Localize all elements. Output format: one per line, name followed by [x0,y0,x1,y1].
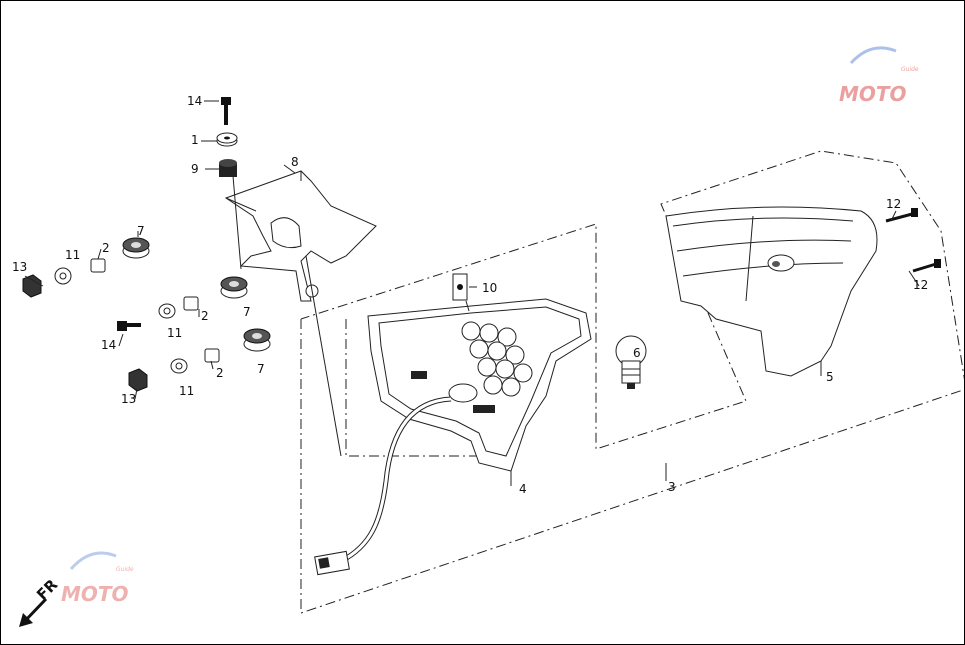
callout-11-mid: 11 [167,326,182,340]
part-4-wire-harness [314,396,452,576]
watermark-small-text: Guide [901,66,919,73]
callout-13-top: 13 [12,260,27,274]
part-4-tail-light-housing [367,298,592,472]
part-14-screw-left [117,321,141,331]
assembly-4-boundary [345,319,511,457]
part-11-washer-mid [158,303,176,319]
callout-3: 3 [668,480,676,494]
part-7-rubber-top [122,237,150,259]
led-array [461,321,533,397]
part-11-washer-bottom [170,358,188,374]
part-2-collar-top [90,258,106,273]
callout-1: 1 [191,133,199,147]
callout-4: 4 [519,482,527,496]
part-7-rubber-row2 [243,328,271,352]
part-5-lens [665,206,878,377]
watermark-bottom-left: MOTO Guide [61,551,134,606]
part-8-bracket [224,170,377,302]
part-2-collar-bottom [204,348,220,363]
callout-11-top: 11 [65,248,80,262]
callout-14-left: 14 [101,338,116,352]
front-direction-label: FR [33,575,61,603]
watermark-text: MOTO [839,82,907,106]
part-12-screw-bottom [912,259,941,273]
part-13-nut-bottom [128,368,148,392]
part-7-rubber-mid [220,276,248,299]
callout-12-bottom: 12 [913,278,928,292]
callout-7-top: 7 [137,224,145,238]
part-1-washer [216,132,238,147]
part-11-washer-top [54,267,72,285]
callout-labels: 14 1 9 8 7 2 11 13 14 11 2 7 11 2 7 13 1… [12,94,928,496]
part-6-bulb [615,335,647,389]
leader-lines [24,100,920,486]
part-10-clip-nut [452,273,468,301]
callout-9: 9 [191,162,199,176]
callout-11-bottom: 11 [179,384,194,398]
callout-10: 10 [482,281,497,295]
part-12-screw-top [885,208,918,223]
front-direction-arrow-icon: FR [19,575,62,627]
callout-2-top: 2 [102,241,110,255]
callout-5: 5 [826,370,834,384]
part-2-collar-mid [183,296,199,311]
callout-8: 8 [291,155,299,169]
callout-2-mid: 2 [201,309,209,323]
watermark-text-2: MOTO [61,582,129,606]
callout-13-bottom: 13 [121,392,136,406]
part-9-grommet [219,159,237,177]
callout-7-mid: 7 [243,305,251,319]
part-13-nut-top [22,274,42,298]
assembly-3-boundary [300,150,964,614]
callout-6: 6 [633,346,641,360]
part-14-screw-top [221,97,231,125]
watermark-small-text-2: Guide [116,566,134,573]
watermark-top-right: MOTO Guide [839,46,919,106]
callout-14-top: 14 [187,94,202,108]
callout-2-bottom: 2 [216,366,224,380]
callout-7-bottom: 7 [257,362,265,376]
callout-12-top: 12 [886,197,901,211]
